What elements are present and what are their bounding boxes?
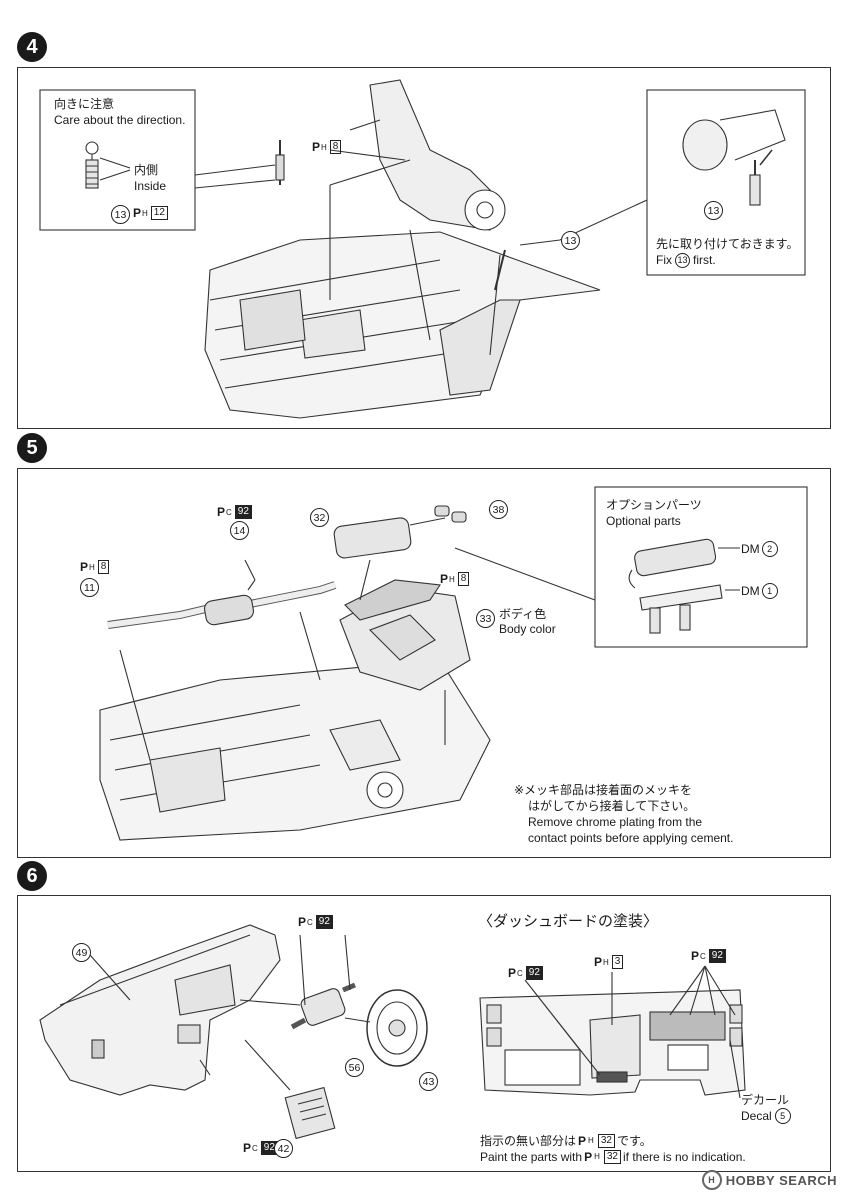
step5-note-line4: contact points before applying cement. bbox=[528, 831, 734, 845]
step6-badge: 6 bbox=[17, 861, 47, 891]
step4-inset-left-en: Care about the direction. bbox=[54, 113, 186, 127]
step4-inset-right-part13: 13 bbox=[704, 201, 723, 220]
step5-dm1: DM 1 bbox=[741, 583, 778, 599]
step6-decal-jp: デカール bbox=[741, 1093, 790, 1107]
step5-part14: 14 bbox=[230, 521, 249, 540]
step5-frame bbox=[17, 468, 831, 858]
step4-inset-part13: 13 bbox=[111, 205, 130, 224]
step6-decal-en: Decal 5 bbox=[741, 1108, 791, 1124]
step4-inset-right-jp: 先に取り付けておきます。 bbox=[656, 237, 799, 251]
step5-part32: 32 bbox=[310, 508, 329, 527]
step5-note-line1: ※メッキ部品は接着面のメッキを bbox=[514, 783, 693, 797]
step6-part42: 42 bbox=[274, 1139, 293, 1158]
step6-part43: 43 bbox=[419, 1072, 438, 1091]
step5-optional-jp: オプションパーツ bbox=[606, 498, 702, 512]
step5-optional-en: Optional parts bbox=[606, 514, 681, 528]
step5-body-color-jp: ボディ色 bbox=[499, 607, 547, 621]
step5-note-line3: Remove chrome plating from the bbox=[528, 815, 703, 829]
step4-inside-jp: 内側 bbox=[134, 163, 159, 177]
step4-inset-right-en: Fix 13 first. bbox=[656, 252, 716, 268]
step6-dash-title: 〈ダッシュボードの塗装〉 bbox=[478, 913, 659, 930]
step6-frame bbox=[17, 895, 831, 1172]
step4-inside-en: Inside bbox=[134, 179, 167, 193]
step4-badge: 4 bbox=[17, 32, 47, 62]
step5-dm2: DM 2 bbox=[741, 541, 778, 557]
step5-body-color-en: Body color bbox=[499, 622, 556, 636]
step5-note-line2: はがしてから接着して下さい。 bbox=[528, 799, 696, 813]
step5-badge: 5 bbox=[17, 433, 47, 463]
hobby-search-logo-icon: H bbox=[701, 1170, 722, 1190]
step5-part11: 11 bbox=[80, 578, 99, 597]
step4-part13-main: 13 bbox=[561, 231, 580, 250]
step6-part56: 56 bbox=[345, 1058, 364, 1077]
watermark: H HOBBY SEARCH bbox=[701, 1170, 837, 1190]
step5-part33: 33 bbox=[476, 609, 495, 628]
step6-part49: 49 bbox=[72, 943, 91, 962]
step5-part38: 38 bbox=[489, 500, 508, 519]
step4-inset-left-jp: 向きに注意 bbox=[54, 97, 115, 111]
